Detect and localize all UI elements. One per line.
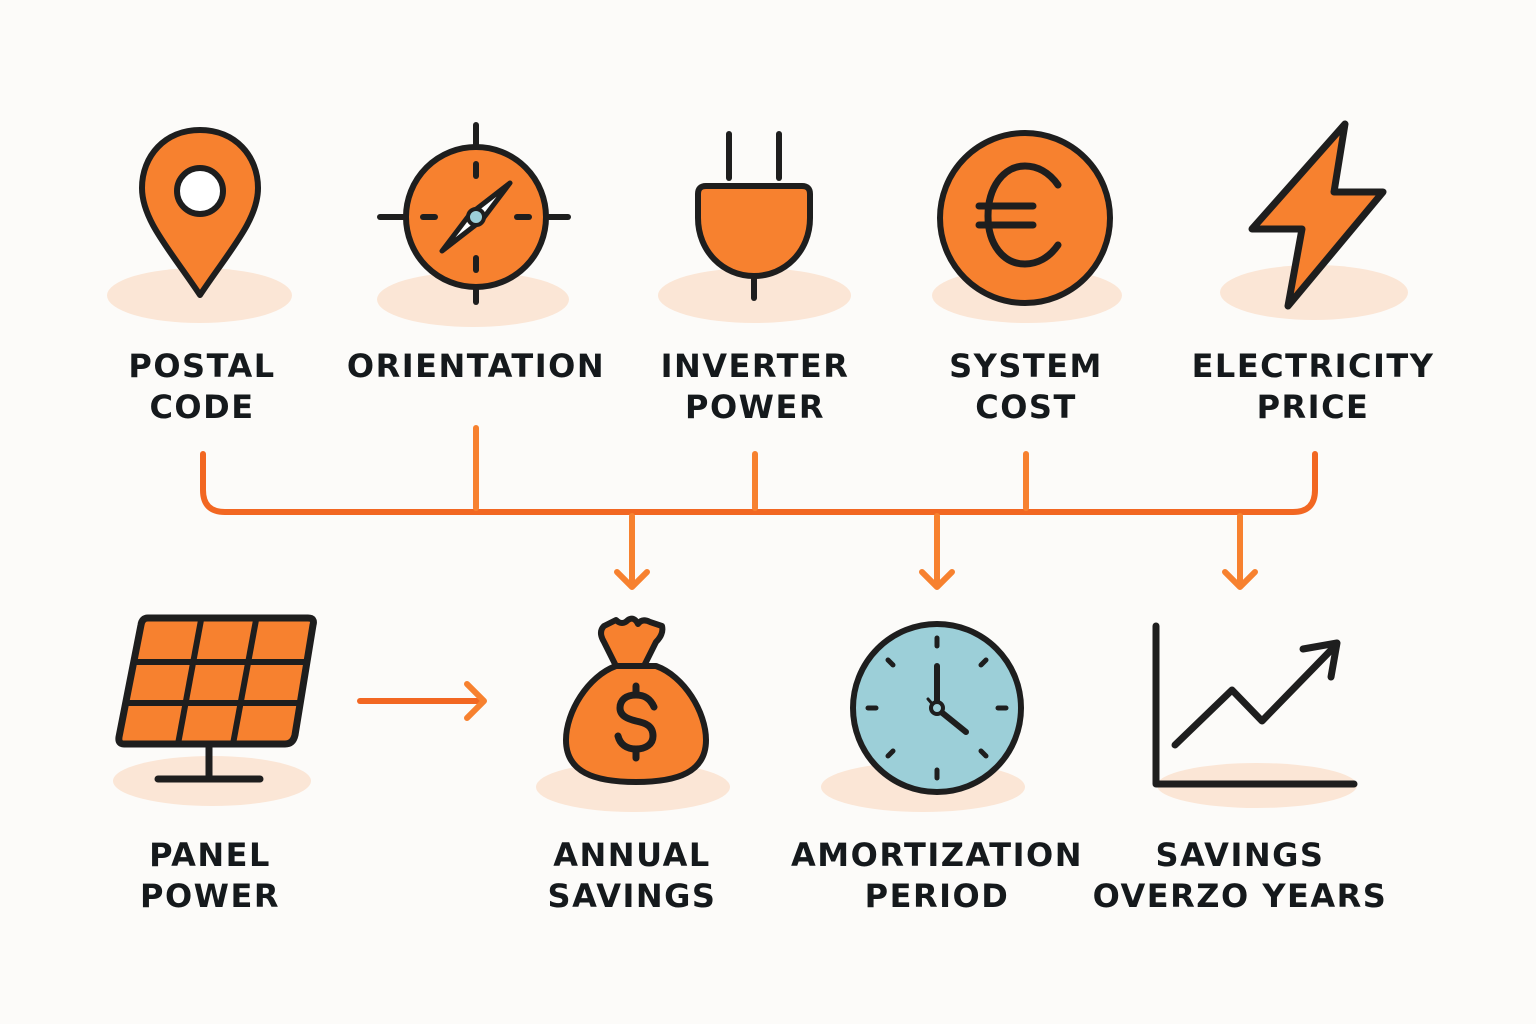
arrow-down-savings-years	[1222, 569, 1258, 590]
arrow-right-panel	[464, 681, 487, 721]
rising-chart-icon	[1152, 622, 1358, 788]
map-pin-icon	[139, 127, 261, 298]
money-bag-icon	[563, 615, 709, 785]
arrow-down-amortization	[919, 569, 955, 590]
plug-icon	[695, 131, 813, 301]
compass-icon	[377, 122, 571, 305]
input-bus-line	[200, 451, 1318, 515]
solar-panel-icon	[115, 614, 317, 783]
clock-icon	[850, 621, 1024, 795]
euro-coin-icon	[937, 130, 1113, 306]
lightning-bolt-icon	[1248, 120, 1387, 310]
label-orientation: ORIENTATION	[346, 347, 606, 385]
arrow-down-annual-savings	[614, 569, 650, 590]
